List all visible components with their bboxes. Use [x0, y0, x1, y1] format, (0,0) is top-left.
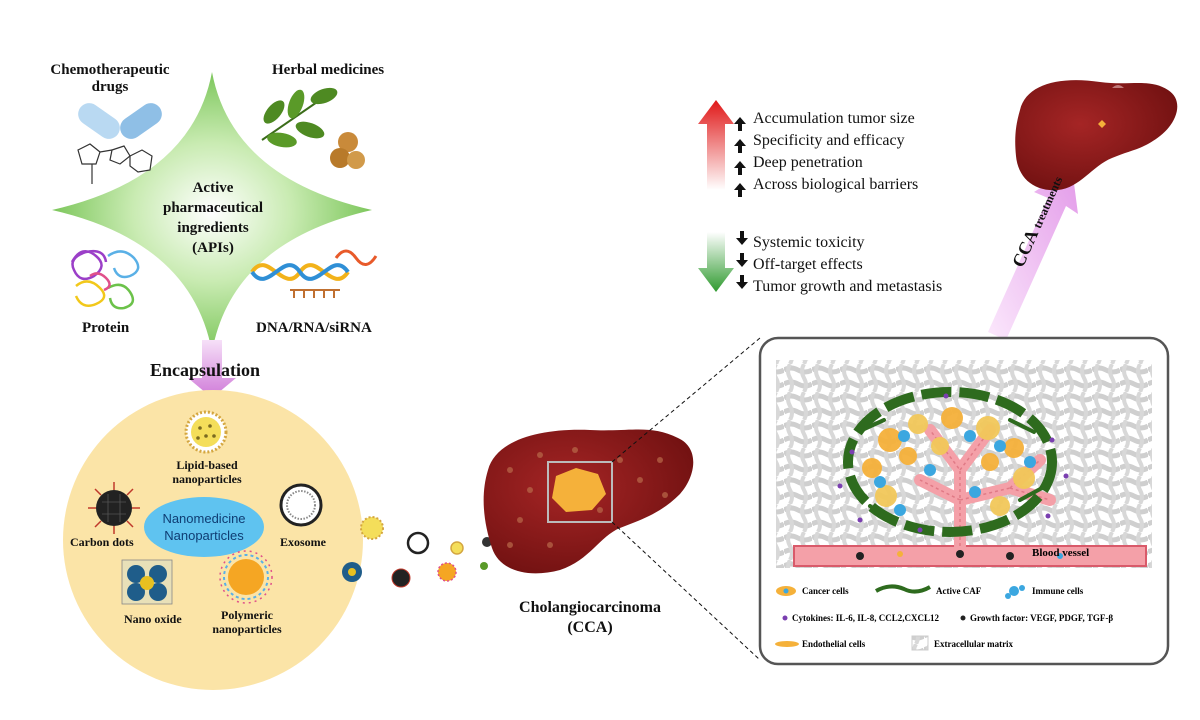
blood-vessel-label: Blood vessel — [1032, 547, 1090, 559]
herbal-leaves-icon — [261, 87, 365, 169]
decrease-item-3: Tumor growth and metastasis — [753, 278, 943, 295]
treated-liver — [1015, 80, 1178, 191]
down-arrow-icons — [736, 231, 748, 289]
legend-growth-label: Growth factor: VEGF, PDGF, TGF-β — [970, 613, 1114, 623]
legend-caf-label: Active CAF — [936, 586, 982, 596]
exosome-icon — [279, 483, 323, 527]
polymeric-label: Polymeric nanoparticles — [212, 608, 282, 636]
cytokine-dots — [837, 393, 1069, 533]
decrease-item-1: Systemic toxicity — [753, 234, 865, 251]
dna-icon — [250, 249, 378, 298]
protein-icon — [70, 249, 140, 310]
protein-label: Protein — [82, 320, 130, 336]
increase-item-3: Deep penetration — [753, 154, 863, 171]
increase-item-2: Specificity and efficacy — [753, 132, 905, 149]
api-center-label: Active pharmaceutical ingredients (APIs) — [163, 180, 263, 256]
exosome-label: Exosome — [280, 535, 326, 549]
nanoparticle-stream — [342, 516, 520, 588]
lipid-nanoparticle-icon — [184, 410, 228, 454]
liver-tumor — [552, 468, 606, 512]
api-star — [52, 72, 372, 352]
legend-growth-icon — [960, 615, 966, 621]
treatment-arrow — [988, 168, 1078, 340]
legend-immune-label: Immune cells — [1032, 586, 1084, 596]
chemo-label: Chemotherapeutic drugs — [50, 62, 170, 95]
legend-caf-icon — [875, 584, 931, 594]
molecule-icon — [77, 143, 153, 184]
tumor-zoom-box — [547, 461, 613, 523]
cca-label: Cholangiocarcinoma (CCA) — [519, 599, 661, 636]
legend-ecm-icon — [911, 635, 929, 651]
tumor-mass — [843, 387, 1057, 537]
nanomedicine-center-ellipse — [144, 497, 264, 557]
encapsulation-label: Encapsulation — [150, 360, 261, 380]
legend-endothelial-label: Endothelial cells — [802, 639, 866, 649]
vessel-cells — [856, 550, 1063, 560]
decrease-item-2: Off-target effects — [753, 256, 863, 273]
oxide-label: Nano oxide — [124, 612, 182, 626]
capsule-icon — [78, 103, 162, 139]
dna-label: DNA/RNA/siRNA — [256, 320, 372, 336]
legend-cancer-label: Cancer cells — [802, 586, 849, 596]
nano-oxide-icon — [121, 559, 173, 605]
increase-arrow — [698, 100, 734, 190]
encapsulation-arrow — [188, 340, 236, 398]
increase-item-1: Accumulation tumor size — [753, 110, 915, 127]
carbon-dot-icon — [88, 482, 140, 534]
decrease-arrow — [698, 232, 734, 292]
polymeric-nanoparticle-icon — [219, 550, 273, 604]
legend-cytokine-icon — [782, 615, 788, 621]
legend-cancer-cell-icon — [776, 586, 796, 596]
lipid-label: Lipid-based nanoparticles — [172, 458, 242, 486]
legend-immune-icon — [1005, 585, 1025, 599]
immune-cells — [874, 430, 1036, 516]
cancer-cells — [862, 407, 1035, 516]
carbon-label: Carbon dots — [70, 535, 134, 549]
blood-vessel — [793, 545, 1147, 567]
legend-cytokines-label: Cytokines: IL-6, IL-8, CCL2,CXCL12 — [792, 613, 940, 623]
legend-endothelial-icon — [775, 641, 799, 647]
increase-item-4: Across biological barriers — [753, 176, 919, 193]
liver-nodules — [507, 447, 668, 548]
legend-ecm-label: Extracellular matrix — [934, 639, 1014, 649]
herbal-label: Herbal medicines — [272, 62, 385, 78]
caf-cells — [860, 418, 1044, 524]
up-arrow-icons — [734, 117, 746, 197]
nano-center-label: Nanomedicine Nanoparticles — [162, 511, 246, 543]
